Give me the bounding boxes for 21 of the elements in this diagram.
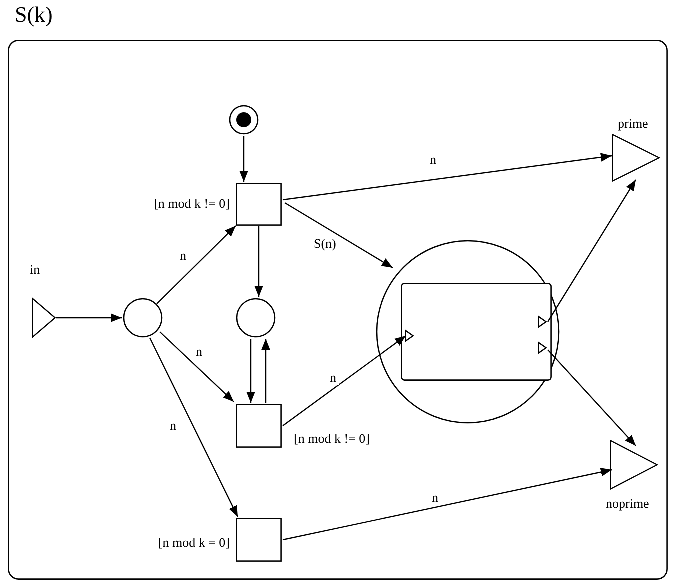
port-label: noprime — [606, 496, 650, 511]
arrow — [156, 226, 236, 304]
arrow — [282, 153, 612, 201]
title-text: S(k) — [15, 2, 53, 28]
guard-text: [n mod k != 0] — [294, 431, 370, 446]
arrow — [262, 339, 270, 403]
edge-label: S(n) — [312, 236, 338, 251]
arrow — [246, 339, 256, 403]
arrow — [282, 468, 612, 541]
port-label: in — [30, 262, 40, 277]
guard-text: [n mod k = 0] — [157, 535, 230, 550]
arrow — [240, 136, 248, 182]
arrow — [254, 226, 264, 297]
port-label: prime — [618, 116, 648, 131]
arrow — [282, 336, 406, 426]
arrow — [548, 350, 636, 446]
arrow — [56, 314, 122, 322]
arrow — [149, 338, 239, 518]
guard-text: [n mod k != 0] — [153, 196, 230, 211]
arrow — [160, 332, 234, 402]
arrow — [284, 202, 394, 269]
